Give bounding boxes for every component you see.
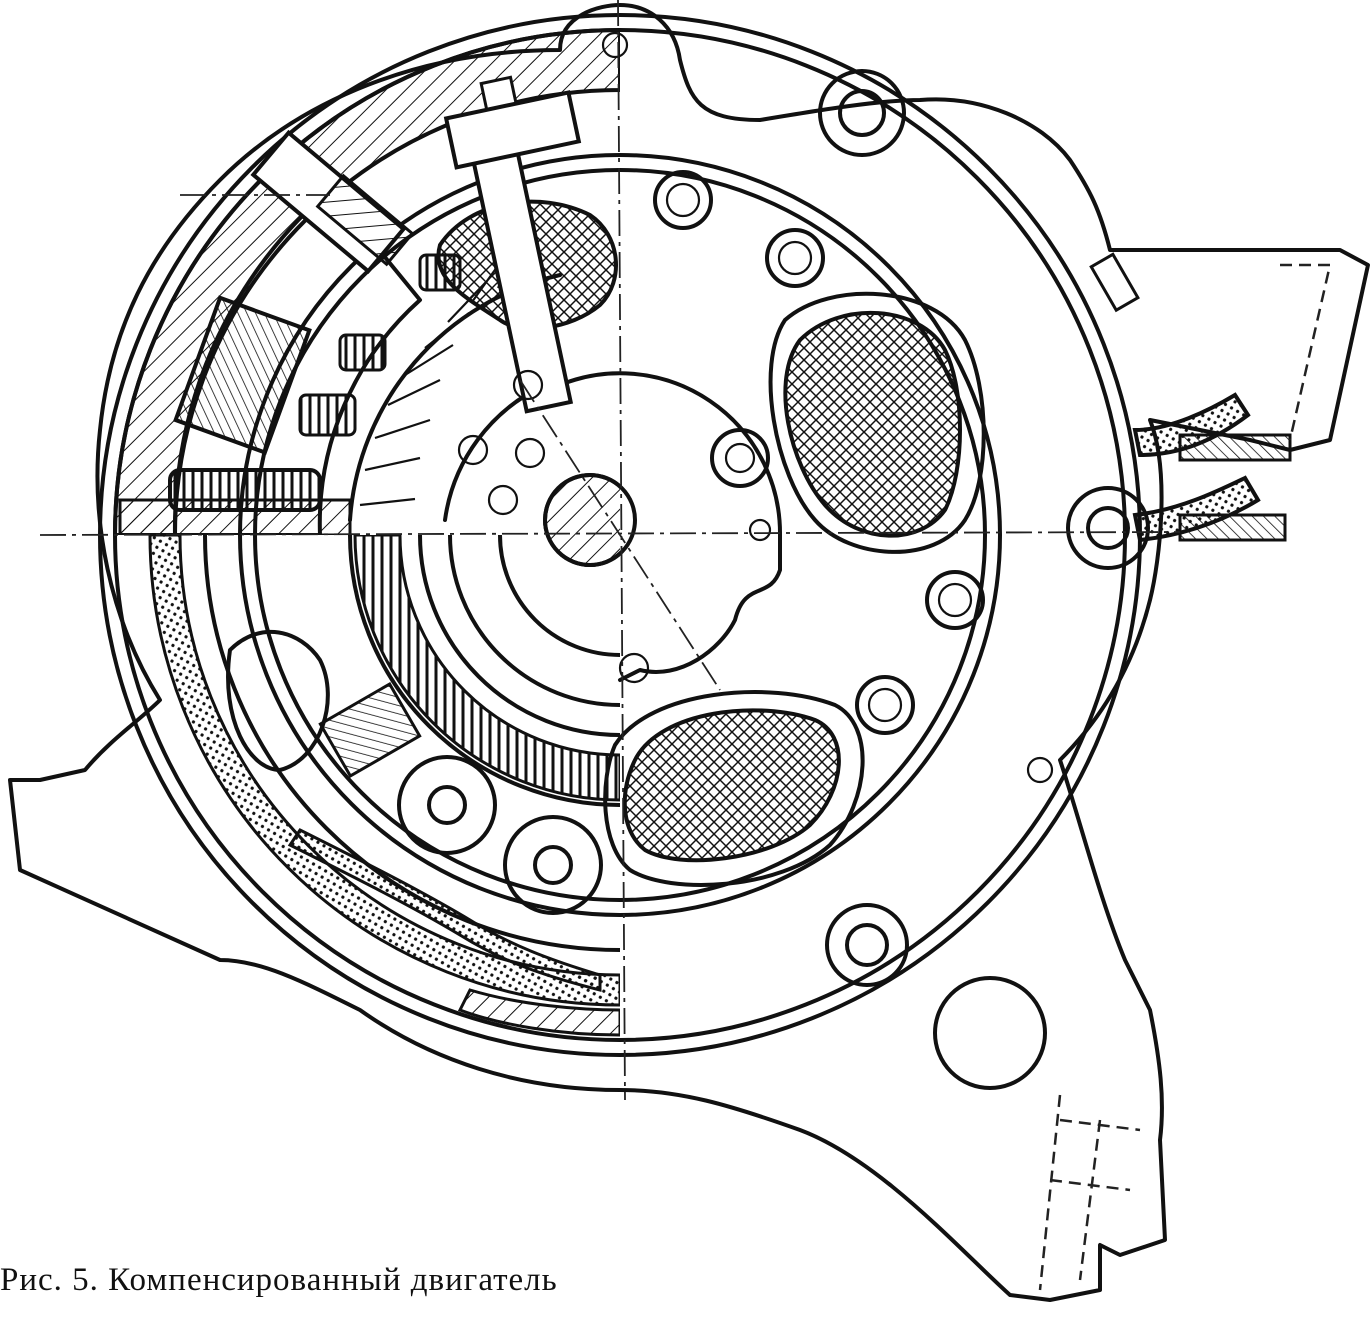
bolt <box>601 31 629 59</box>
bolt <box>818 69 906 157</box>
bolt <box>503 815 603 915</box>
main-pole-section <box>118 129 462 535</box>
frame-body <box>8 3 1370 1302</box>
bolt <box>825 903 909 987</box>
bolt <box>765 228 825 288</box>
bolt <box>748 518 772 542</box>
center-lines <box>39 0 1181 1101</box>
bolt <box>1026 756 1054 784</box>
bolt <box>855 675 915 735</box>
bolt <box>397 755 497 855</box>
lifting-eye <box>933 976 1047 1090</box>
figure-caption: Рис. 5. Компенсированный двигатель <box>0 1262 558 1298</box>
fixing-bolts <box>397 31 1150 987</box>
hidden-lines <box>1038 263 1332 1291</box>
central-hub <box>543 371 783 682</box>
bolt <box>618 652 650 684</box>
commutator-section <box>148 535 620 1037</box>
terminal-leads <box>1089 252 1292 543</box>
bolt <box>925 570 985 630</box>
bolt <box>710 428 770 488</box>
ventilation-openings <box>436 199 986 887</box>
brush-holder-stud <box>443 75 582 414</box>
bolt <box>457 369 546 516</box>
bolt <box>653 170 713 230</box>
